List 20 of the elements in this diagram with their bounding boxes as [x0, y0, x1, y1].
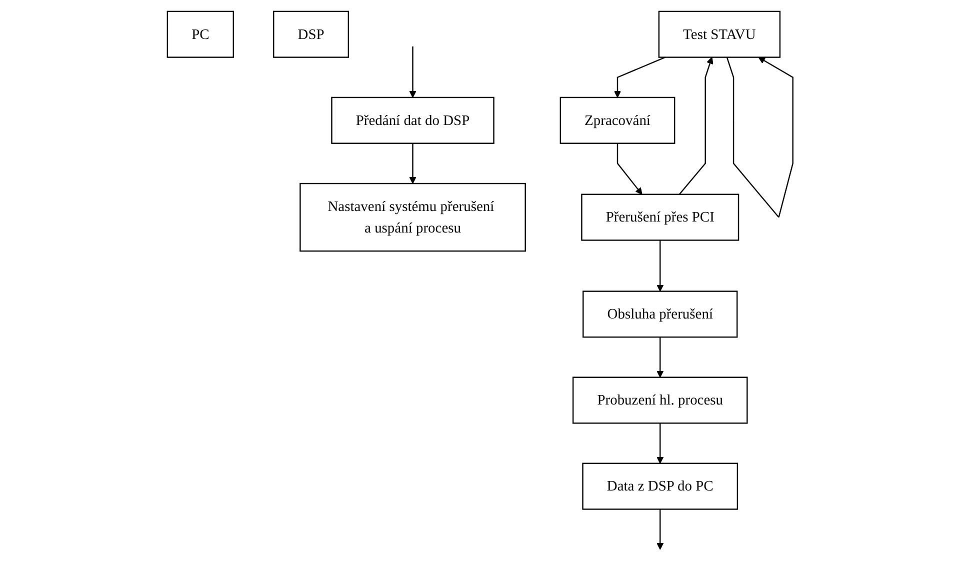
arrow [656, 337, 664, 378]
arrow [614, 56, 666, 98]
node-box: Nastavení systému přerušení a uspání procesu [299, 182, 526, 252]
node-box: Zpracování [560, 96, 676, 144]
node-box: Test STAVU [658, 10, 780, 58]
arrow [409, 143, 416, 184]
arrow [678, 56, 714, 195]
arrow [656, 423, 664, 464]
node-box: Předání dat do DSP [330, 96, 494, 144]
node-box: Data z DSP do PC [582, 462, 738, 510]
arrow [616, 143, 642, 195]
node-box: PC [166, 10, 234, 58]
arrow [409, 46, 416, 98]
arrow [656, 240, 664, 292]
node-box: Přerušení přes PCI [580, 194, 739, 241]
arrow [726, 56, 794, 218]
node-box: Obsluha přerušení [582, 290, 738, 338]
arrow [656, 509, 664, 550]
node-box: Probuzení hl. procesu [572, 376, 748, 424]
node-box: DSP [272, 10, 349, 58]
